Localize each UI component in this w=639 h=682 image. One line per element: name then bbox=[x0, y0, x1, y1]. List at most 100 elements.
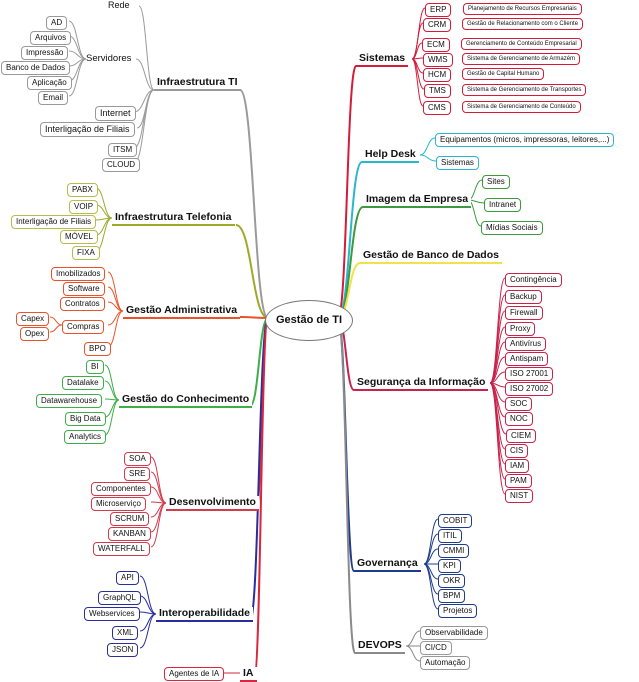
sub-link-4 bbox=[133, 89, 155, 149]
branch-devops[interactable]: DEVOPS bbox=[355, 639, 405, 654]
leaf-pam[interactable]: PAM bbox=[505, 474, 532, 488]
leaf-equipamentos[interactable]: Equipamentos (micros, impressoras, leito… bbox=[435, 133, 615, 147]
leaf-backup[interactable]: Backup bbox=[505, 290, 542, 304]
leaf-okr[interactable]: OKR bbox=[438, 574, 466, 588]
branch-gestao-administrativa[interactable]: Gestão Administrativa bbox=[123, 304, 241, 319]
leaf-movel[interactable]: MÓVEL bbox=[60, 230, 99, 244]
leaf-cmmi[interactable]: CMMI bbox=[438, 544, 470, 558]
leaf-nist[interactable]: NIST bbox=[505, 489, 534, 503]
sub-link-48 bbox=[411, 58, 424, 107]
leaf-datawarehouse[interactable]: Datawarehouse bbox=[36, 394, 103, 408]
leaf-midias-sociais[interactable]: Mídias Sociais bbox=[481, 221, 543, 235]
leaf-bi[interactable]: BI bbox=[86, 360, 104, 374]
leaf-soa[interactable]: SOA bbox=[124, 452, 151, 466]
leaf-aplicacao[interactable]: Aplicação bbox=[27, 76, 72, 90]
leaf-opex[interactable]: Opex bbox=[20, 327, 50, 341]
leaf-analytics[interactable]: Analytics bbox=[64, 430, 107, 444]
branch-link-13 bbox=[337, 317, 356, 654]
topic-interligacao-filiais[interactable]: Interligação de Filiais bbox=[40, 122, 135, 137]
leaf-iso-27001[interactable]: ISO 27001 bbox=[505, 367, 554, 381]
leaf-datalake[interactable]: Datalake bbox=[62, 376, 104, 390]
branch-imagem-empresa[interactable]: Imagem da Empresa bbox=[363, 193, 472, 208]
branch-desenvolvimento[interactable]: Desenvolvimento bbox=[166, 496, 259, 511]
sub-link-25 bbox=[104, 380, 120, 401]
leaf-cms[interactable]: CMS bbox=[423, 101, 451, 115]
leaf-bpo[interactable]: BPO bbox=[84, 342, 111, 356]
leaf-xml[interactable]: XML bbox=[112, 626, 139, 640]
leaf-banco-de-dados[interactable]: Banco de Dados bbox=[1, 61, 71, 75]
branch-infraestrutura-ti[interactable]: Infraestrutura TI bbox=[154, 76, 241, 91]
leaf-hcm[interactable]: HCM bbox=[423, 68, 452, 82]
leaf-cobit[interactable]: COBIT bbox=[438, 514, 473, 528]
leaf-wms[interactable]: WMS bbox=[423, 53, 453, 67]
leaf-big-data[interactable]: Big Data bbox=[65, 412, 106, 426]
leaf-waterfall[interactable]: WATERFALL bbox=[93, 542, 150, 556]
leaf-json[interactable]: JSON bbox=[107, 643, 139, 657]
leaf-contratos[interactable]: Contratos bbox=[60, 297, 105, 311]
leaf-iam[interactable]: IAM bbox=[505, 459, 530, 473]
leaf-impressao[interactable]: Impressão bbox=[21, 46, 69, 60]
branch-interoperabilidade[interactable]: Interoperabilidade bbox=[156, 607, 254, 622]
branch-governanca[interactable]: Governança bbox=[354, 557, 421, 572]
leaf-kanban[interactable]: KANBAN bbox=[108, 527, 151, 541]
leaf-arquivos[interactable]: Arquivos bbox=[30, 31, 72, 45]
leaf-antivirus[interactable]: Antivírus bbox=[505, 337, 547, 351]
leaf-soc[interactable]: SOC bbox=[505, 397, 533, 411]
sub-link-24 bbox=[104, 364, 120, 401]
leaf-ci-cd[interactable]: CI/CD bbox=[420, 641, 452, 655]
topic-rede[interactable]: Rede bbox=[108, 0, 130, 10]
leaf-intranet[interactable]: Intranet bbox=[484, 198, 522, 212]
branch-sistemas[interactable]: Sistemas bbox=[356, 52, 409, 67]
leaf-ciem[interactable]: CIEM bbox=[506, 429, 536, 443]
leaf-cis[interactable]: CIS bbox=[505, 444, 529, 458]
leaf-kpi[interactable]: KPI bbox=[438, 559, 461, 573]
leaf-firewall[interactable]: Firewall bbox=[505, 306, 543, 320]
leaf-crm[interactable]: CRM bbox=[423, 18, 452, 32]
branch-seguranca-informacao[interactable]: Segurança da Informação bbox=[354, 376, 489, 391]
leaf-projetos[interactable]: Projetos bbox=[438, 604, 478, 618]
leaf-automacao[interactable]: Automação bbox=[420, 656, 471, 670]
branch-help-desk[interactable]: Help Desk bbox=[362, 148, 419, 163]
leaf-microservico[interactable]: Microserviço bbox=[91, 497, 146, 511]
leaf-software[interactable]: Software bbox=[63, 282, 105, 296]
leaf-componentes[interactable]: Componentes bbox=[91, 482, 151, 496]
leaf-voip[interactable]: VOIP bbox=[69, 200, 99, 214]
leaf-sistemas-help[interactable]: Sistemas bbox=[436, 156, 479, 170]
leaf-cloud[interactable]: CLOUD bbox=[102, 158, 141, 172]
leaf-imobilizados[interactable]: Imobilizados bbox=[51, 267, 106, 281]
leaf-bpm[interactable]: BPM bbox=[438, 589, 466, 603]
leaf-itil[interactable]: ITIL bbox=[438, 529, 462, 543]
leaf-tms[interactable]: TMS bbox=[424, 84, 451, 98]
branch-infraestrutura-telefonia[interactable]: Infraestrutura Telefonia bbox=[112, 211, 235, 226]
leaf-email[interactable]: Email bbox=[38, 91, 69, 105]
branch-ia[interactable]: IA bbox=[240, 667, 257, 682]
leaf-sites[interactable]: Sites bbox=[482, 175, 510, 189]
leaf-contingencia[interactable]: Contingência bbox=[505, 273, 562, 287]
leaf-api[interactable]: API bbox=[116, 571, 139, 585]
leaf-antispam[interactable]: Antispam bbox=[505, 352, 549, 366]
leaf-sre[interactable]: SRE bbox=[124, 467, 151, 481]
central-topic[interactable]: Gestão de TI bbox=[265, 300, 354, 341]
leaf-itsm[interactable]: ITSM bbox=[108, 143, 138, 157]
leaf-capex[interactable]: Capex bbox=[16, 312, 50, 326]
topic-compras[interactable]: Compras bbox=[62, 320, 105, 334]
leaf-ad[interactable]: AD bbox=[46, 16, 68, 30]
leaf-agentes-de-ia[interactable]: Agentes de IA bbox=[164, 667, 225, 681]
topic-internet[interactable]: Internet bbox=[95, 106, 136, 121]
leaf-noc[interactable]: NOC bbox=[505, 412, 533, 426]
topic-servidores[interactable]: Servidores bbox=[86, 53, 132, 64]
leaf-interligacao-filiais-tel[interactable]: Interligação de Filiais bbox=[11, 215, 97, 229]
leaf-erp[interactable]: ERP bbox=[425, 3, 452, 17]
leaf-observabilidade[interactable]: Observabilidade bbox=[420, 626, 488, 640]
branch-gestao-conhecimento[interactable]: Gestão do Conhecimento bbox=[119, 393, 253, 408]
leaf-fixa[interactable]: FIXA bbox=[72, 246, 100, 260]
leaf-webservices[interactable]: Webservices bbox=[84, 607, 140, 621]
leaf-iso-27002[interactable]: ISO 27002 bbox=[505, 382, 554, 396]
sub-link-17 bbox=[107, 271, 124, 312]
leaf-proxy[interactable]: Proxy bbox=[505, 322, 536, 336]
leaf-ecm[interactable]: ECM bbox=[422, 38, 450, 52]
leaf-scrum[interactable]: SCRUM bbox=[110, 512, 150, 526]
leaf-pabx[interactable]: PABX bbox=[67, 183, 98, 197]
leaf-graphql[interactable]: GraphQL bbox=[98, 591, 141, 605]
branch-gestao-banco-dados[interactable]: Gestão de Banco de Dados bbox=[360, 249, 502, 264]
